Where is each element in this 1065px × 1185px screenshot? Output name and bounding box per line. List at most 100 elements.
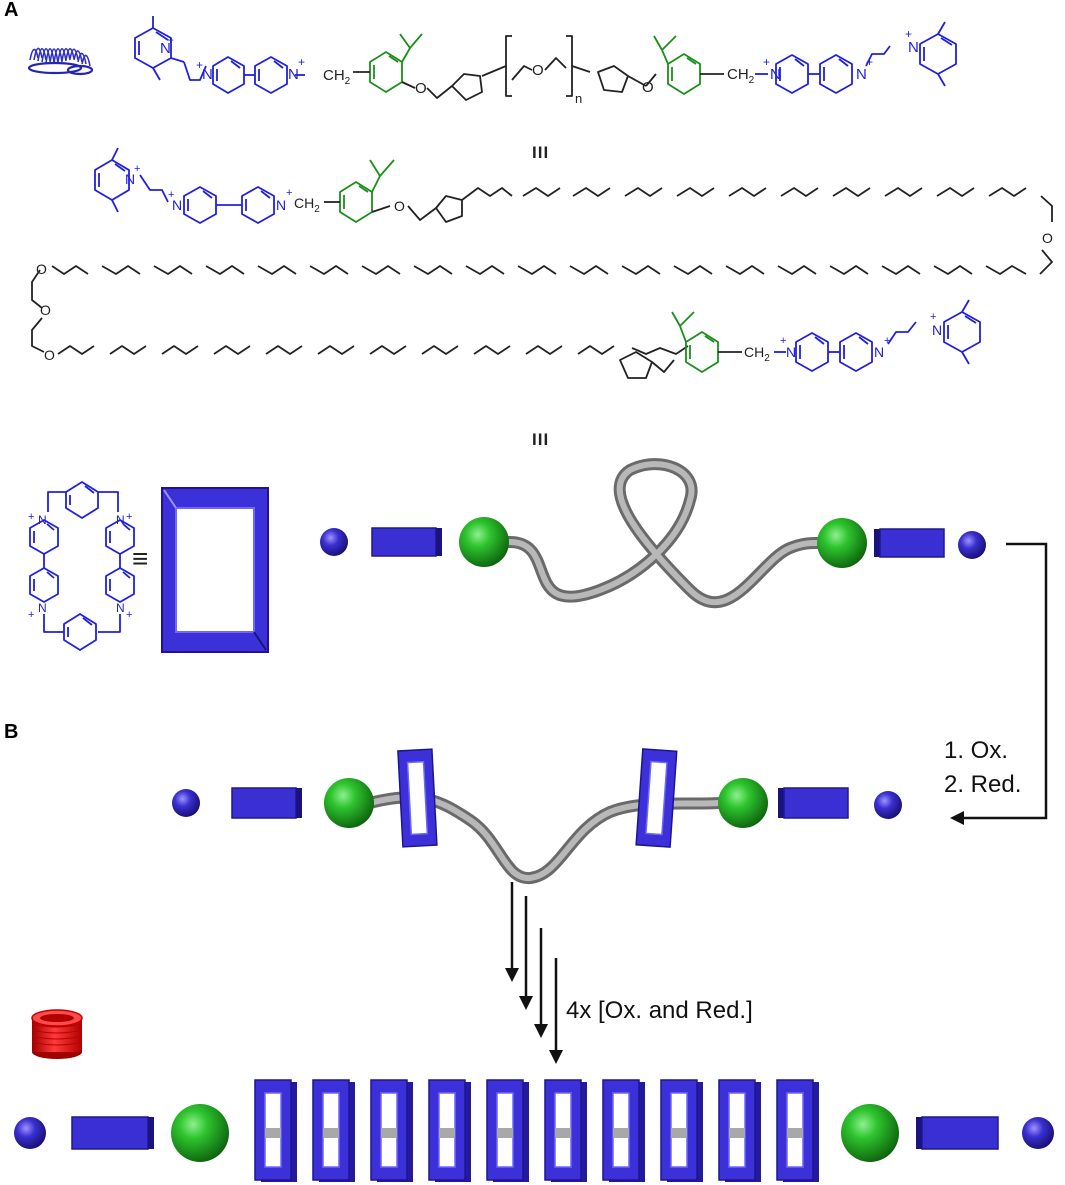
ring-on-axle xyxy=(602,1079,645,1182)
charge-plus: + xyxy=(126,609,132,621)
cbpqt-ring-3d xyxy=(161,487,269,653)
charge-plus: + xyxy=(884,335,890,347)
viologen-block xyxy=(371,527,437,557)
red-spring-icon xyxy=(31,1009,83,1059)
atom-N: N xyxy=(116,601,125,615)
charge-plus: + xyxy=(28,609,34,621)
atom-O: O xyxy=(415,80,427,97)
arrow-head xyxy=(950,811,964,825)
atom-N: N xyxy=(125,171,135,187)
process-arrow xyxy=(950,542,1048,825)
atom-O: O xyxy=(394,198,405,214)
atom-N: N xyxy=(38,601,47,615)
green-stopper-ball xyxy=(817,518,867,568)
panel-a-label: A xyxy=(4,0,18,21)
atom-N: N xyxy=(874,344,884,360)
charge-plus: + xyxy=(905,27,912,41)
charge-plus: + xyxy=(28,511,34,523)
atom-N: N xyxy=(856,66,867,83)
atom-N: N xyxy=(786,344,796,360)
panel-b-label: B xyxy=(4,721,18,743)
dumbbell-initial xyxy=(320,458,986,609)
atom-O: O xyxy=(44,347,55,363)
blue-stopper-ball xyxy=(1022,1117,1054,1149)
ring-on-axle xyxy=(312,1079,355,1182)
charge-plus: + xyxy=(167,33,174,47)
ring-on-axle xyxy=(254,1079,297,1182)
dumbbell-two-rings xyxy=(172,748,902,884)
repeat-arrow-heads xyxy=(505,968,563,1064)
charge-plus: + xyxy=(196,58,203,72)
ring-on-axle xyxy=(486,1079,529,1182)
blue-stopper-ball xyxy=(172,789,200,817)
atom-N: N xyxy=(116,513,125,527)
long-dumbbell-structure xyxy=(31,147,1053,379)
step-2-label: 2. Red. xyxy=(944,771,1021,798)
step-1-label: 1. Ox. xyxy=(944,737,1008,764)
dumbbell-structure-row1 xyxy=(134,16,957,101)
charge-plus: + xyxy=(286,187,292,199)
viologen-block xyxy=(783,787,849,819)
ring-on-axle xyxy=(660,1079,703,1182)
green-stopper-ball xyxy=(459,517,509,567)
blue-stopper-ball xyxy=(14,1117,46,1149)
atom-N: N xyxy=(932,322,942,338)
ring-on-axle xyxy=(397,748,438,848)
ring-on-axle xyxy=(370,1079,413,1182)
charge-plus: + xyxy=(763,55,770,69)
ring-on-axle xyxy=(544,1079,587,1182)
green-stopper-ball xyxy=(171,1104,229,1162)
viologen-block xyxy=(879,528,945,558)
charge-plus: + xyxy=(866,55,873,69)
repeat-arrows xyxy=(510,882,558,1050)
blue-stopper-ball xyxy=(958,531,986,559)
charge-plus: + xyxy=(126,511,132,523)
blue-stopper-ball xyxy=(874,791,902,819)
atom-O: O xyxy=(642,79,654,96)
green-stopper-ball xyxy=(718,778,768,828)
cbpqt-atom-labels: N + N + N + N + xyxy=(28,511,132,621)
atom-N: N xyxy=(770,66,781,83)
atom-N: N xyxy=(160,40,171,57)
blue-spring-icon xyxy=(27,47,94,76)
repeat-cycle-label: 4x [Ox. and Red.] xyxy=(566,997,753,1024)
cbpqt-ring-structure xyxy=(29,481,135,651)
atom-N: N xyxy=(172,197,182,213)
atom-O: O xyxy=(1042,230,1053,246)
ring-on-axle xyxy=(718,1079,761,1182)
viologen-block xyxy=(71,1116,149,1150)
ch2-label: CH2 xyxy=(323,67,351,87)
separator-1: III xyxy=(532,143,549,162)
charge-plus: + xyxy=(134,163,140,175)
ring-on-axle xyxy=(635,748,678,848)
repeat-n: n xyxy=(575,91,582,106)
charge-plus: + xyxy=(168,189,174,201)
atom-O: O xyxy=(40,302,51,318)
green-stopper-ball xyxy=(841,1104,899,1162)
atom-O: O xyxy=(532,62,544,79)
charge-plus: + xyxy=(930,311,936,323)
atom-N: N xyxy=(276,197,286,213)
atom-N: N xyxy=(908,39,919,56)
ch2-label: CH2 xyxy=(294,195,320,215)
charge-plus: + xyxy=(780,335,786,347)
blue-stopper-ball xyxy=(320,528,348,556)
green-stopper-ball xyxy=(324,778,374,828)
separator-2: III xyxy=(532,430,549,449)
ch2-label: CH2 xyxy=(744,344,770,364)
row1-atom-labels: N + N + N + CH2 O O n O CH2 N + N + N + xyxy=(160,27,919,106)
atom-O: O xyxy=(36,261,47,277)
viologen-block xyxy=(921,1116,999,1150)
long-structure-atom-labels: N + N + N + CH2 O O O O O CH2 N + N + N … xyxy=(36,163,1053,364)
viologen-block xyxy=(231,787,297,819)
equivalence-symbol: ≡ xyxy=(132,543,148,574)
charge-plus: + xyxy=(298,55,305,69)
atom-N: N xyxy=(202,66,213,83)
ch2-label: CH2 xyxy=(727,66,755,86)
dumbbell-ten-rings xyxy=(14,1079,1054,1182)
atom-N: N xyxy=(38,513,47,527)
ring-on-axle xyxy=(428,1079,471,1182)
ring-on-axle xyxy=(776,1079,819,1182)
atom-N: N xyxy=(288,66,299,83)
